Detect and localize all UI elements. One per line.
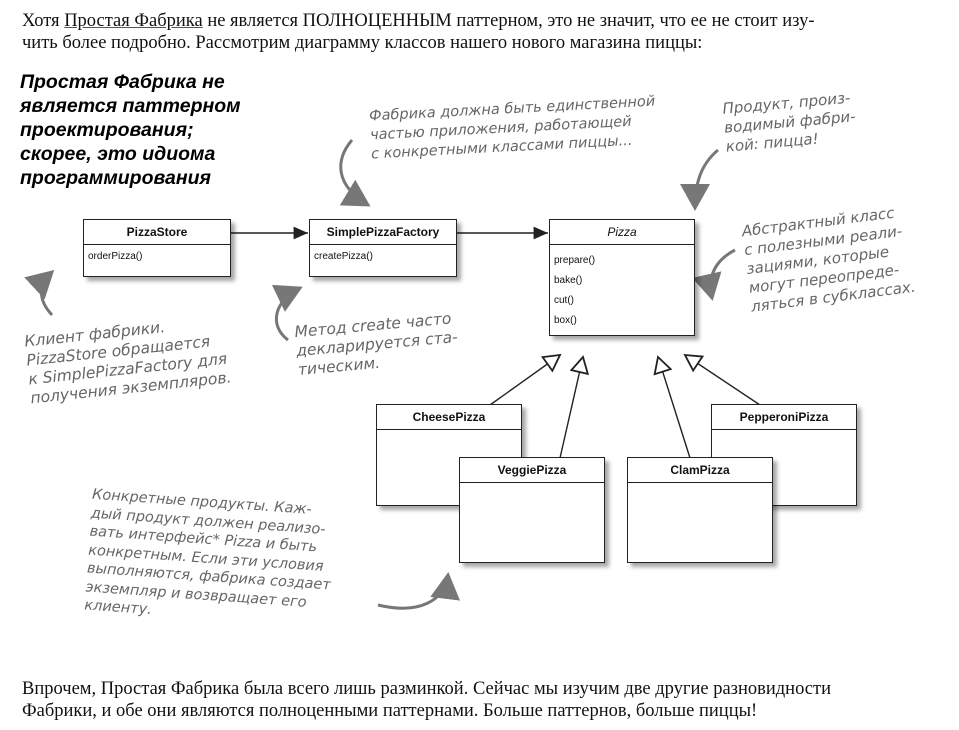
- closing-line-2: Фабрики, и обе они являются полноценными…: [22, 701, 758, 721]
- intro-line-1: Хотя Простая Фабрика не является ПОЛНОЦЕ…: [22, 11, 815, 31]
- veggie-inherits-arrow: [559, 357, 583, 459]
- product-note-arrow: [680, 148, 719, 211]
- pepperoni-inherits-arrow: [685, 355, 761, 406]
- class-name: SimplePizzaFactory: [310, 220, 456, 245]
- operation: bake(): [554, 275, 583, 286]
- concrete-note-arrow: [377, 572, 461, 610]
- class-name: CheesePizza: [377, 405, 521, 430]
- operation: cut(): [554, 295, 574, 306]
- class-clampizza: ClamPizza: [627, 457, 773, 563]
- clam-inherits-arrow: [658, 357, 691, 459]
- class-operations: orderPizza(): [84, 245, 230, 269]
- operation: prepare(): [554, 255, 596, 266]
- cheese-inherits-arrow: [489, 355, 560, 406]
- abstract-note-arrow: [692, 248, 736, 301]
- operation: orderPizza(): [88, 251, 143, 262]
- class-pepperonipizza: PepperoniPizza: [711, 404, 857, 506]
- class-name: ClamPizza: [628, 458, 772, 483]
- class-name: PepperoniPizza: [712, 405, 856, 430]
- method-note-arrow: [271, 284, 303, 342]
- note-abstract-class: Абстрактный класс с полезными реали- зац…: [740, 203, 917, 316]
- class-veggiepizza: VeggiePizza: [459, 457, 605, 563]
- class-name: PizzaStore: [84, 220, 230, 245]
- closing-line-1: Впрочем, Простая Фабрика была всего лишь…: [22, 679, 831, 699]
- class-operations: prepare() bake() cut() box(): [550, 245, 694, 333]
- class-pizza: Pizza prepare() bake() cut() box(): [549, 219, 695, 336]
- note-product: Продукт, произ- водимый фабри- кой: пицц…: [721, 88, 857, 156]
- class-simplepizzafactory: SimplePizzaFactory createPizza(): [309, 219, 457, 277]
- factory-note-arrow: [339, 139, 371, 207]
- operation: createPizza(): [314, 251, 373, 262]
- class-cheesepizza: CheesePizza: [376, 404, 522, 506]
- note-concrete-products: Конкретные продукты. Каж- дый продукт до…: [83, 486, 332, 619]
- class-pizzastore: PizzaStore orderPizza(): [83, 219, 231, 277]
- client-note-arrow: [24, 269, 55, 317]
- class-name: VeggiePizza: [460, 458, 604, 483]
- closing-paragraph: Впрочем, Простая Фабрика была всего лишь…: [22, 678, 831, 722]
- simple-factory-link: Простая Фабрика: [64, 11, 203, 31]
- idiom-callout: Простая Фабрика не является паттерном пр…: [20, 71, 241, 189]
- class-operations: createPizza(): [310, 245, 456, 269]
- intro-line-2: чить более подробно. Рассмотрим диаграмм…: [22, 33, 703, 53]
- operation: box(): [554, 315, 577, 326]
- class-name: Pizza: [550, 220, 694, 245]
- intro-paragraph: Хотя Простая Фабрика не является ПОЛНОЦЕ…: [22, 10, 815, 54]
